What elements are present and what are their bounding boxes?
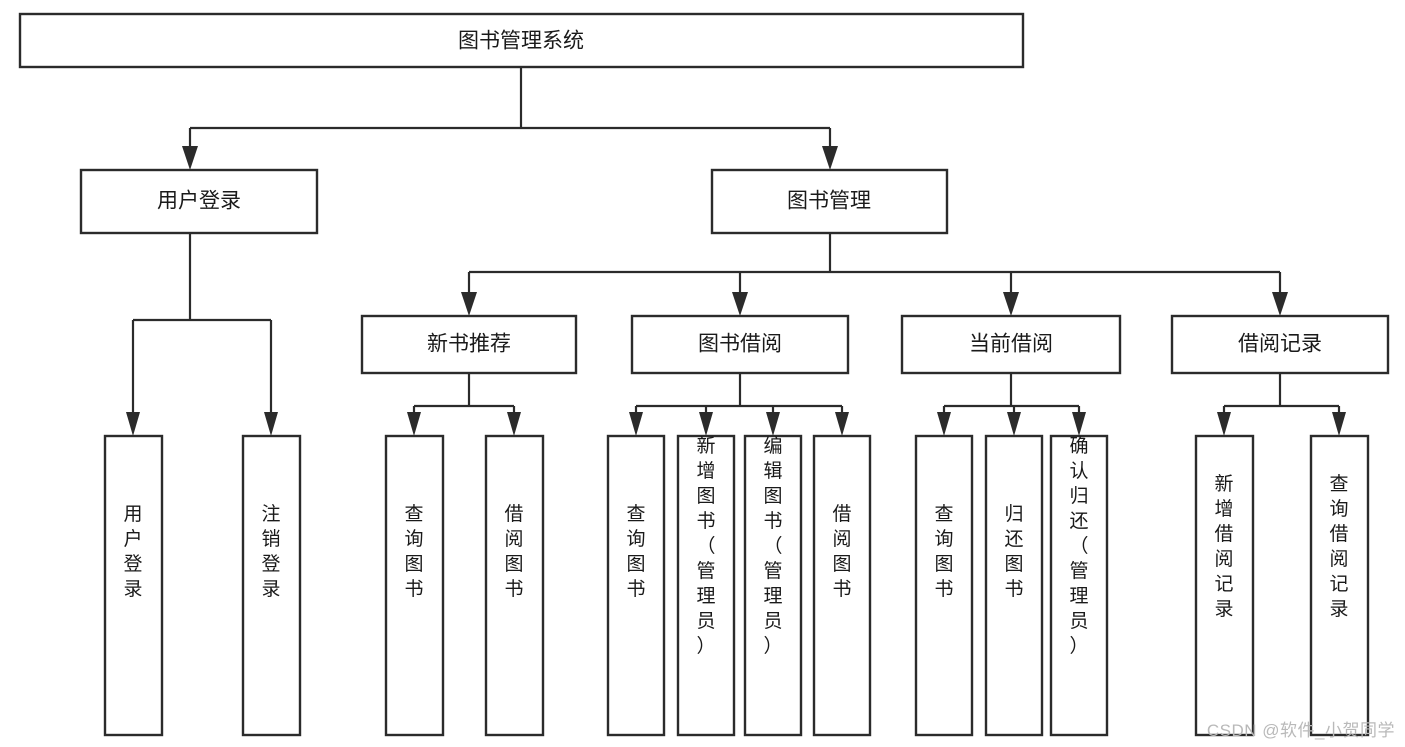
arrow-head-br-query-record	[1332, 412, 1346, 436]
leaf-br-add-record-box	[1194, 434, 1255, 737]
arrow-head-leaf-user-login	[126, 412, 140, 436]
leaf-bb-query-book-label: 查询图书	[626, 503, 645, 600]
arrow-head-leaf-logout	[264, 412, 278, 436]
leaf-node-nb-query-book[interactable]: 查询图书	[384, 434, 445, 737]
node-current-borrow-box	[900, 314, 1122, 375]
connector-group-book-manage-to-level3	[461, 233, 1288, 316]
node-current-borrow[interactable]: 当前借阅	[900, 314, 1122, 375]
node-book-borrow-box	[630, 314, 850, 375]
leaf-bb-edit-book-label: 编辑图书（管理员）	[763, 435, 782, 657]
leaf-cb-return-book-label: 归还图书	[1004, 503, 1023, 600]
leaf-bb-borrow-book-label: 借阅图书	[832, 503, 851, 600]
arrow-head-cb-confirm-return	[1072, 412, 1086, 436]
node-book-manage-box	[710, 168, 949, 235]
arrow-head-nb-borrow-book	[507, 412, 521, 436]
connector-group-new-book-to-leaves	[407, 373, 521, 436]
leaf-node-br-query-record[interactable]: 查询借阅记录	[1309, 434, 1370, 737]
node-book-borrow-label: 图书借阅	[698, 333, 782, 356]
leaf-bb-add-book-box	[676, 434, 736, 737]
leaf-bb-query-book-box	[606, 434, 666, 737]
leaf-br-add-record-label: 新增借阅记录	[1214, 473, 1233, 620]
leaf-user-login-box	[103, 434, 164, 737]
node-user-login-box	[79, 168, 319, 235]
node-new-book-recommend[interactable]: 新书推荐	[360, 314, 578, 375]
leaf-cb-confirm-return-box	[1049, 434, 1109, 737]
connector-group-root-to-level2	[182, 67, 838, 170]
arrow-head-nb-query-book	[407, 412, 421, 436]
arrow-head-bb-query-book	[629, 412, 643, 436]
leaf-nb-query-book-label: 查询图书	[404, 503, 423, 600]
node-root-system[interactable]: 图书管理系统	[18, 12, 1025, 69]
arrow-head-cb-return-book	[1007, 412, 1021, 436]
connector-group-user-login-to-leaves	[126, 233, 278, 436]
node-borrow-record[interactable]: 借阅记录	[1170, 314, 1390, 375]
leaf-br-query-record-box	[1309, 434, 1370, 737]
arrow-head-cb-query-book	[937, 412, 951, 436]
leaf-node-cb-query-book[interactable]: 查询图书	[914, 434, 974, 737]
leaf-logout-box	[241, 434, 302, 737]
leaf-br-query-record-label: 查询借阅记录	[1329, 473, 1348, 620]
arrow-head-book-manage	[822, 146, 838, 170]
node-current-borrow-label: 当前借阅	[969, 333, 1053, 356]
leaf-cb-query-book-box	[914, 434, 974, 737]
leaf-cb-return-book-box	[984, 434, 1044, 737]
leaf-bb-borrow-book-box	[812, 434, 872, 737]
arrow-head-bb-add-book	[699, 412, 713, 436]
node-root-label: 图书管理系统	[458, 30, 584, 53]
node-root-box	[18, 12, 1025, 69]
arrow-head-user-login	[182, 146, 198, 170]
leaf-user-login-label: 用户登录	[123, 504, 142, 600]
leaf-node-cb-return-book[interactable]: 归还图书	[984, 434, 1044, 737]
arrow-head-new-book-recommend	[461, 292, 477, 316]
arrow-head-borrow-record	[1272, 292, 1288, 316]
leaf-nb-query-book-box	[384, 434, 445, 737]
node-new-book-recommend-label: 新书推荐	[427, 333, 511, 356]
node-book-manage[interactable]: 图书管理	[710, 168, 949, 235]
arrow-head-book-borrow	[732, 292, 748, 316]
leaf-node-bb-add-book[interactable]: 新增图书（管理员）	[676, 434, 736, 737]
arrow-head-current-borrow	[1003, 292, 1019, 316]
connector-group-current-borrow-to-leaves	[937, 373, 1086, 436]
leaf-bb-add-book-label: 新增图书（管理员）	[696, 435, 715, 657]
leaf-node-bb-query-book[interactable]: 查询图书	[606, 434, 666, 737]
node-book-borrow[interactable]: 图书借阅	[630, 314, 850, 375]
leaf-node-logout[interactable]: 注销登录	[241, 434, 302, 737]
arrow-head-bb-borrow-book	[835, 412, 849, 436]
arrow-head-bb-edit-book	[766, 412, 780, 436]
node-book-manage-label: 图书管理	[787, 190, 871, 213]
leaf-node-nb-borrow-book[interactable]: 借阅图书	[484, 434, 545, 737]
node-user-login[interactable]: 用户登录	[79, 168, 319, 235]
node-user-login-label: 用户登录	[157, 190, 241, 213]
connector-group-borrow-record-to-leaves	[1217, 373, 1346, 436]
leaf-cb-confirm-return-label: 确认归还（管理员）	[1069, 435, 1088, 657]
leaf-nb-borrow-book-label: 借阅图书	[504, 503, 523, 600]
leaf-nb-borrow-book-box	[484, 434, 545, 737]
leaf-node-cb-confirm-return[interactable]: 确认归还（管理员）	[1049, 434, 1109, 737]
leaf-node-bb-borrow-book[interactable]: 借阅图书	[812, 434, 872, 737]
leaf-node-br-add-record[interactable]: 新增借阅记录	[1194, 434, 1255, 737]
csdn-watermark: CSDN @软件_小贺同学	[1206, 721, 1395, 740]
leaf-bb-edit-book-box	[743, 434, 803, 737]
leaf-node-bb-edit-book[interactable]: 编辑图书（管理员）	[743, 434, 803, 737]
node-borrow-record-box	[1170, 314, 1390, 375]
leaf-logout-label: 注销登录	[261, 503, 280, 600]
leaf-node-user-login[interactable]: 用户登录	[103, 434, 164, 737]
node-borrow-record-label: 借阅记录	[1238, 333, 1322, 356]
arrow-head-br-add-record	[1217, 412, 1231, 436]
leaf-cb-query-book-label: 查询图书	[934, 503, 953, 600]
node-new-book-recommend-box	[360, 314, 578, 375]
connector-group-book-borrow-to-leaves	[629, 373, 849, 436]
